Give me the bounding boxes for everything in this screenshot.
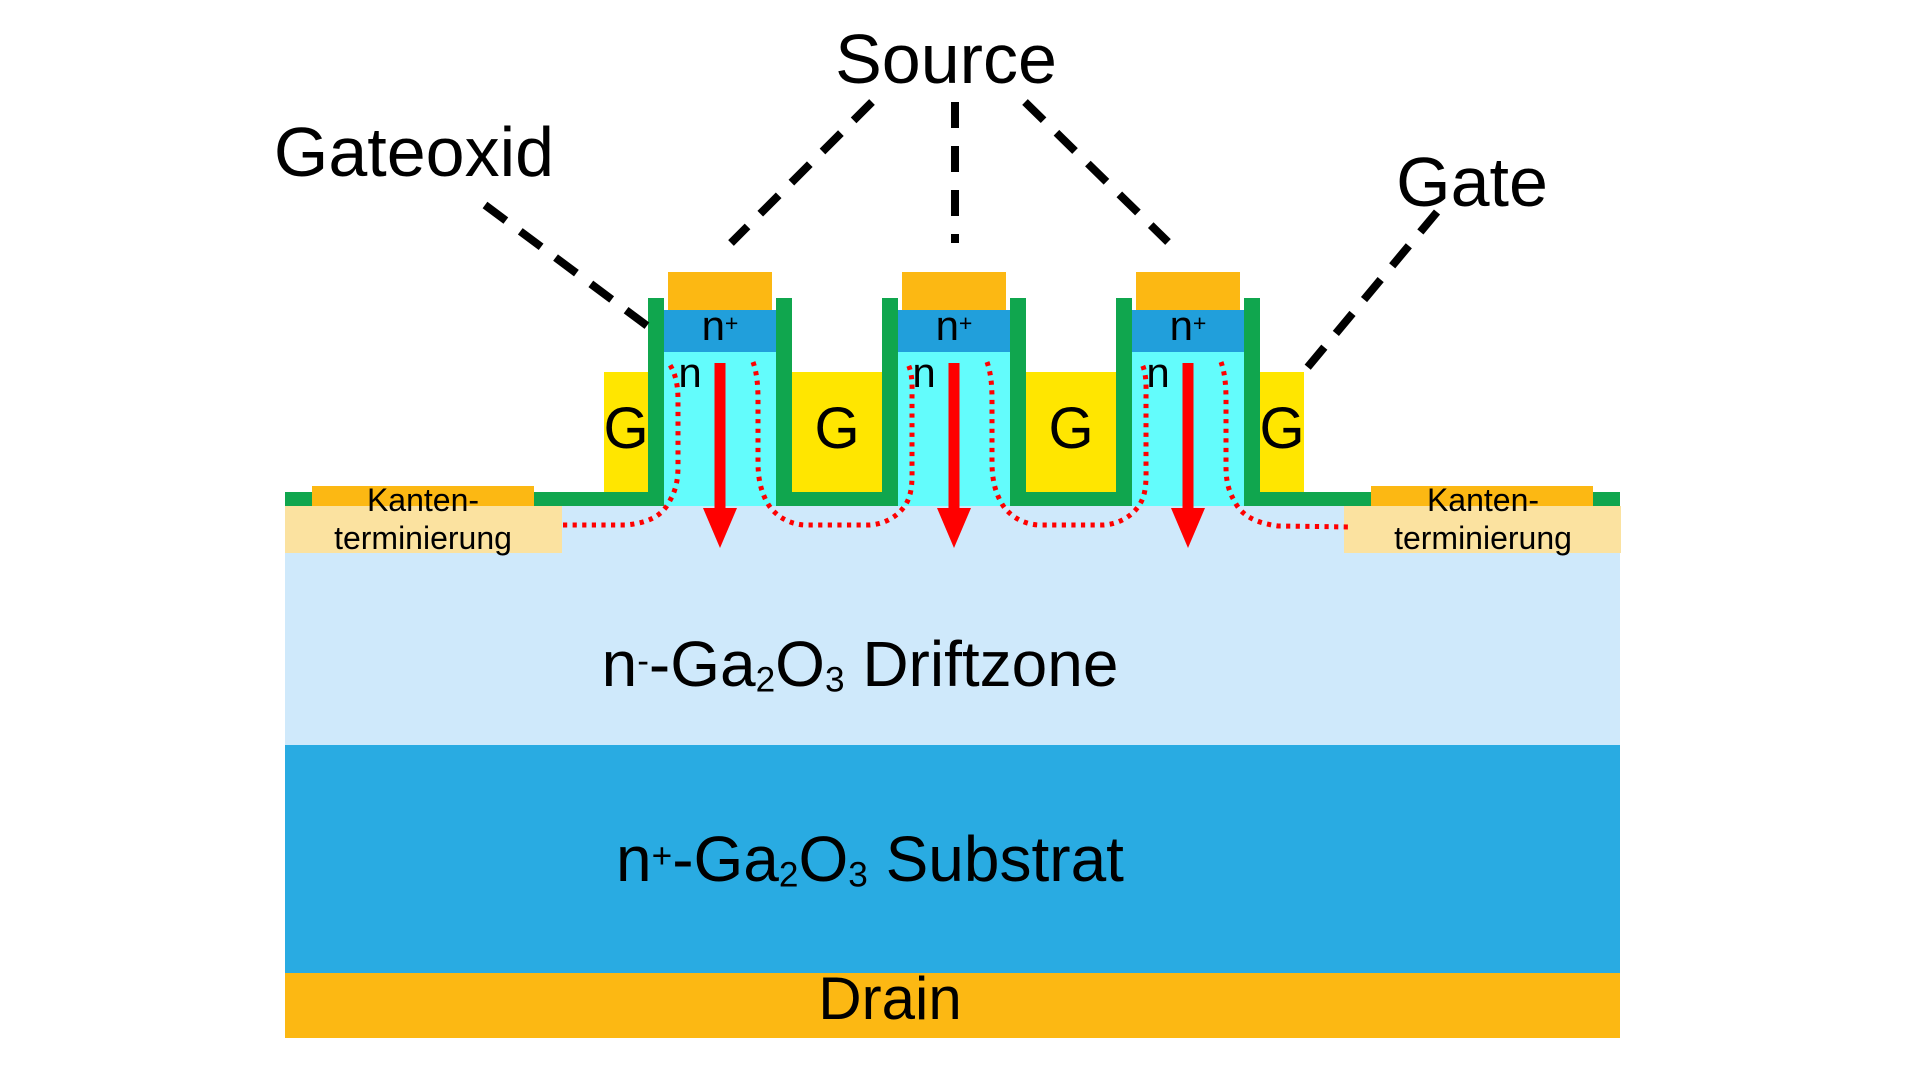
fin-1-source-contact	[668, 272, 772, 310]
gate-oxide-wall	[882, 298, 898, 506]
gate-block-2: G	[792, 372, 882, 492]
gate-oxide-wall	[776, 298, 792, 506]
source-label: Source	[835, 20, 1057, 98]
edge-termination-label-line2: terminierung	[334, 520, 512, 556]
gate-oxide-wall	[648, 298, 664, 506]
edge-termination-region-right	[1344, 506, 1621, 553]
gateoxid-leader-line	[482, 201, 653, 332]
gate-letter: G	[814, 396, 860, 461]
gateoxid-label: Gateoxid	[273, 113, 555, 191]
source-leader-line-left	[728, 99, 875, 246]
source-leader-line-right	[1022, 99, 1171, 245]
gate-block-3: G	[1026, 372, 1116, 492]
gate-block-4: G	[1259, 372, 1305, 492]
driftzone-label: n--Ga2O3 Driftzone	[601, 628, 1119, 700]
gate-label: Gate	[1396, 143, 1548, 221]
fin-1-n-label: n	[678, 349, 702, 396]
fin-2-source-contact	[902, 272, 1006, 310]
fin-2-nplus-region	[898, 310, 1010, 352]
fin-3-nplus-label: n+	[1169, 302, 1207, 349]
gate-leader-line	[1293, 209, 1441, 383]
fin-1-nplus-label: n+	[701, 302, 739, 349]
edge-termination-label-line1: Kanten-	[1426, 482, 1540, 518]
gate-letter: G	[1259, 396, 1305, 461]
fin-3-n-label: n	[1146, 349, 1170, 396]
gate-block-1: G	[603, 372, 649, 492]
fin-2-n-label: n	[912, 349, 936, 396]
fin-1-nplus-region	[664, 310, 776, 352]
fin-3-nplus-region	[1132, 310, 1244, 352]
substrate-layer	[285, 745, 1620, 973]
gate-oxide-wall	[1010, 298, 1026, 506]
gate-oxide-wall	[1244, 298, 1260, 506]
edge-termination-bar-right	[1371, 486, 1593, 508]
gate-letter: G	[603, 396, 649, 461]
fin-2-nplus-label: n+	[935, 302, 973, 349]
edge-termination-region-left	[285, 506, 562, 553]
substrate-label: n+-Ga2O3 Substrat	[616, 823, 1124, 895]
gate-letter: G	[1048, 396, 1094, 461]
drain-contact-layer	[285, 973, 1620, 1038]
edge-termination-label-left: Kanten- terminierung	[334, 481, 512, 557]
edge-termination-label-line2: terminierung	[1394, 520, 1572, 556]
fin-3-source-contact	[1136, 272, 1240, 310]
edge-termination-bar-left	[312, 486, 534, 508]
edge-termination-label-right: Kanten- terminierung	[1394, 481, 1572, 557]
edge-termination-label-line1: Kanten-	[366, 482, 480, 518]
gate-oxide-wall	[1116, 298, 1132, 506]
drain-label: Drain	[818, 965, 962, 1032]
